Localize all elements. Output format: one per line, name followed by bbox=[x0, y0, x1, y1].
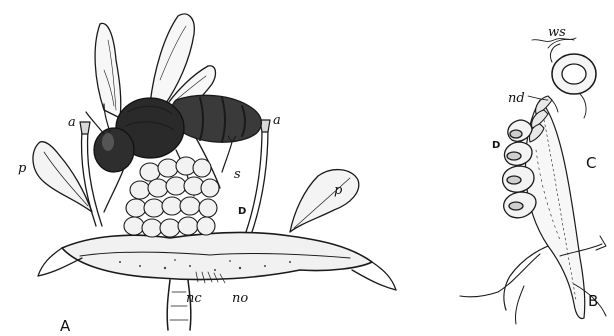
panel-label-a: A bbox=[60, 317, 71, 335]
label-stem: C bbox=[586, 154, 596, 172]
label-stigma: s bbox=[234, 167, 241, 182]
label-swelling-b: D bbox=[492, 140, 500, 151]
label-swelling-a: D bbox=[238, 206, 246, 217]
label-anther-left: a bbox=[68, 115, 76, 130]
label-petal-left: p bbox=[18, 161, 27, 176]
flower-receptacle bbox=[38, 232, 396, 330]
petal-left bbox=[33, 142, 92, 212]
bee-wing-left bbox=[95, 23, 121, 118]
label-duct: nd bbox=[508, 91, 525, 106]
label-nectar-left: nc bbox=[186, 291, 202, 306]
label-anther-right: a bbox=[273, 113, 281, 128]
label-top: ws bbox=[548, 25, 566, 40]
petal-right bbox=[290, 170, 359, 232]
swelling-cluster bbox=[124, 157, 219, 237]
panel-a: p a a p s D nc no A bbox=[18, 14, 396, 335]
label-petal-right: p bbox=[334, 183, 343, 198]
panel-b: ws nd D C B bbox=[460, 25, 606, 324]
label-nectar-right: no bbox=[232, 291, 248, 306]
panel-label-b: B bbox=[588, 292, 598, 310]
